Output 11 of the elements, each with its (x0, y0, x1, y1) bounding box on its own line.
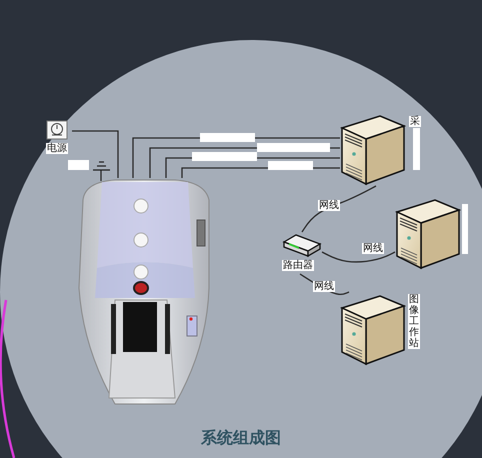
node-label: 路由器 (282, 260, 314, 271)
diagram-title: 系统组成图 (201, 428, 281, 447)
node-label: 采 (409, 116, 421, 127)
connector-line (322, 251, 396, 262)
node-label: 电源 (46, 143, 68, 154)
connector-line (72, 130, 119, 178)
connector-line (301, 185, 376, 232)
edge-label: 网线 (318, 200, 340, 211)
node-label: 图像工作站 (408, 294, 420, 349)
edge-label: 网线 (362, 243, 384, 254)
edge-label: 网线 (313, 281, 335, 292)
